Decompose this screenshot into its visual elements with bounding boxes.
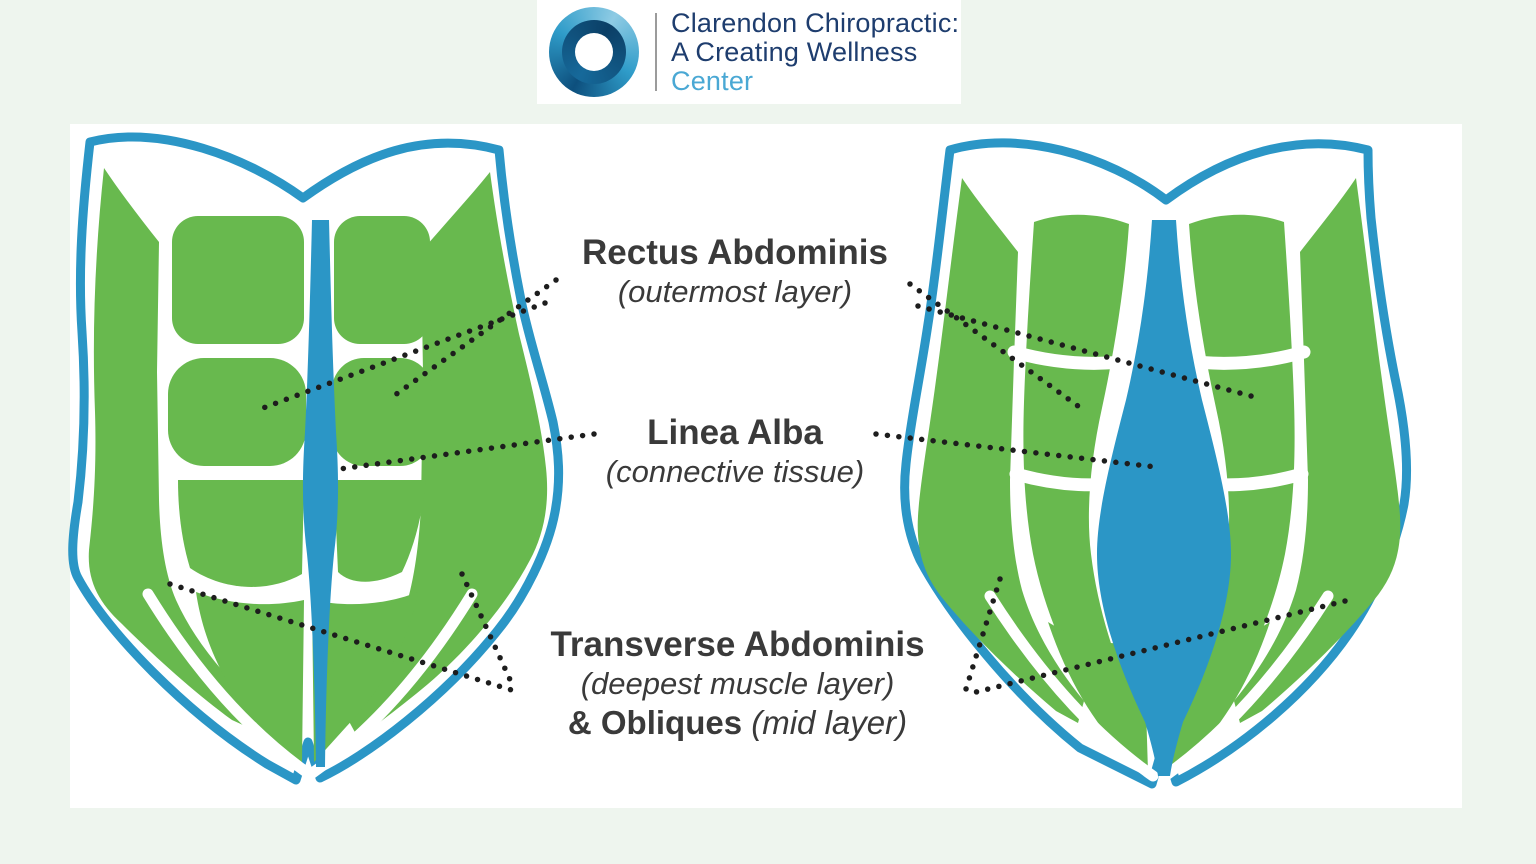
obliques-title: & Obliques	[567, 704, 743, 741]
rectus-right-lower	[334, 480, 426, 582]
rectus-subtitle: (outermost layer)	[617, 274, 853, 309]
logo-line-2: A Creating Wellness	[671, 36, 918, 67]
linea-title: Linea Alba	[647, 413, 823, 452]
rectus-left-mid	[168, 358, 306, 466]
rectus-right-upper	[334, 216, 430, 344]
rectus-left-upper	[172, 216, 304, 344]
obliques-subtitle: (mid layer)	[751, 704, 908, 741]
obliques-line: & Obliques (mid layer)	[470, 703, 1005, 743]
rectus-right-mid	[332, 358, 432, 466]
logo-text: Clarendon Chiropractic: A Creating Welln…	[671, 7, 960, 96]
logo-header: Clarendon Chiropractic: A Creating Welln…	[537, 0, 961, 104]
transverse-title: Transverse Abdominis	[550, 625, 925, 664]
logo-circle-inner-ring	[562, 20, 626, 84]
logo-line-1: Clarendon Chiropractic:	[671, 7, 960, 38]
rectus-abdominis-label: Rectus Abdominis (outermost layer)	[500, 232, 970, 311]
oblique-left	[88, 168, 259, 730]
logo-line-3: Center	[671, 65, 754, 96]
oblique-right	[1234, 178, 1401, 723]
transverse-subtitle: (deepest muscle layer)	[580, 666, 895, 701]
logo-divider	[655, 13, 657, 91]
logo-circle-icon	[549, 7, 639, 97]
logo-circle-hole	[575, 33, 613, 71]
linea-subtitle: (connective tissue)	[605, 454, 865, 489]
rectus-left-lower	[178, 480, 304, 587]
rectus-title: Rectus Abdominis	[582, 233, 888, 272]
linea-alba-label: Linea Alba (connective tissue)	[500, 412, 970, 491]
transverse-abdominis-label: Transverse Abdominis (deepest muscle lay…	[470, 624, 1005, 743]
